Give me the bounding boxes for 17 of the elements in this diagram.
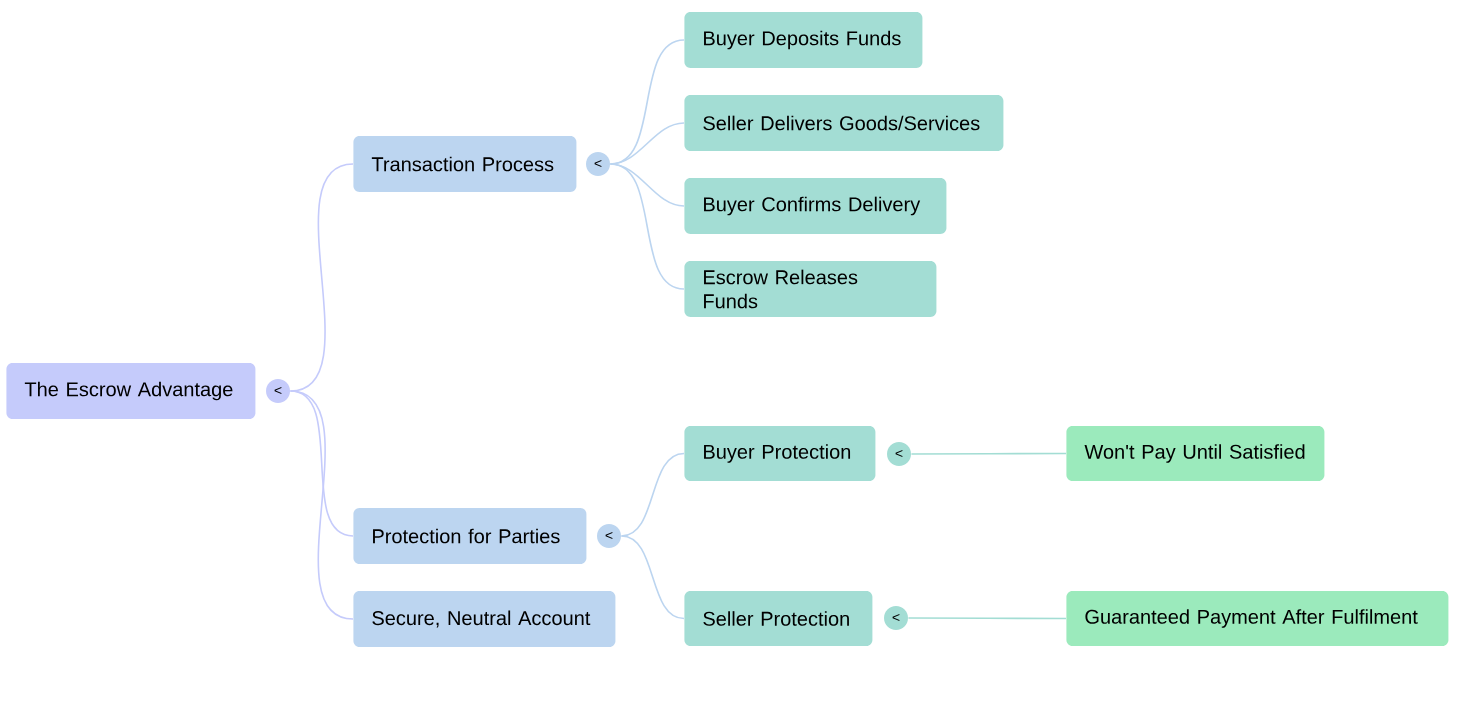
topic-box: Transaction Process [353, 136, 577, 192]
connector-line [289, 390, 354, 620]
connector-line [910, 452, 1067, 455]
topic-box: Buyer Confirms Delivery [684, 178, 947, 234]
topic-box: The Escrow Advantage [6, 363, 256, 419]
topic-box: Buyer Protection [684, 426, 876, 481]
topic-box: Won't Pay Until Satisfied [1066, 426, 1325, 481]
topic-box: Escrow Releases Funds [684, 261, 937, 317]
topic-box: Buyer Deposits Funds [684, 12, 923, 68]
topic-box: Seller Delivers Goods/Services [684, 95, 1004, 151]
topic-box: Guaranteed Payment After Fulfilment [1066, 591, 1449, 646]
topic-box: Protection for Parties [353, 508, 587, 564]
connector-line [609, 163, 685, 290]
topic-box: Seller Protection [684, 591, 873, 646]
connector-line [907, 617, 1067, 620]
connector-line [620, 535, 685, 620]
topic-box: Secure, Neutral Account [353, 591, 616, 647]
